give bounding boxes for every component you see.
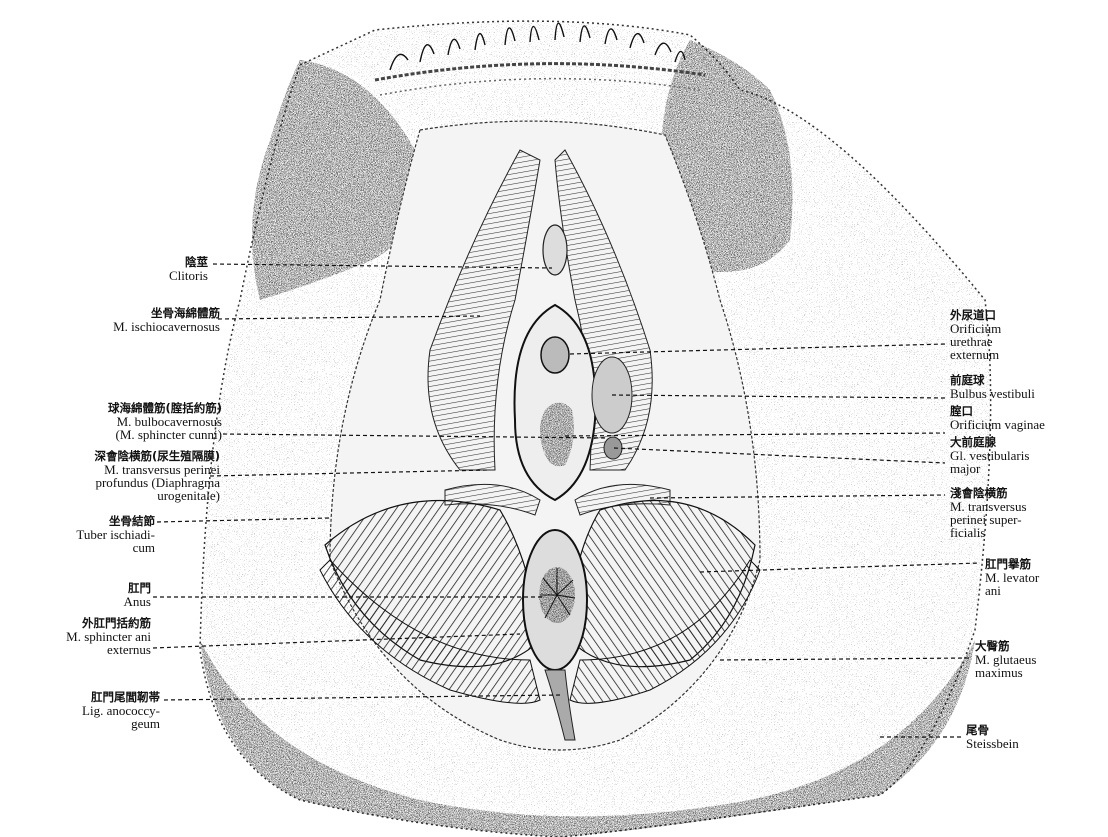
label-sphincter-ani-line-2: externus xyxy=(66,643,151,656)
label-bulbus: 前庭球 Bulbus vestibuli xyxy=(950,374,1035,400)
label-levator: 肛門擧筋 M. levator ani xyxy=(985,558,1039,597)
label-vagina-line-1: Orificium vaginae xyxy=(950,418,1045,431)
urethral-orifice xyxy=(541,337,569,373)
label-glutaeus-line-2: maximus xyxy=(975,666,1036,679)
label-bulbocavernosus: 球海綿體筋(腟括約筋) M. bulbocavernosus (M. sphin… xyxy=(108,402,222,441)
right-gland xyxy=(604,437,622,459)
label-anus: 肛門 Anus xyxy=(124,582,151,608)
label-transversus-sup: 淺會陰横筋 M. transversus perinei super- fici… xyxy=(950,487,1027,539)
label-sphincter-ani: 外肛門括約筋 M. sphincter ani externus xyxy=(66,617,151,656)
label-transversus-sup-line-3: ficialis xyxy=(950,526,1027,539)
label-clitoris-line-1: Clitoris xyxy=(169,269,208,282)
label-steissbein: 尾骨 Steissbein xyxy=(966,724,1019,750)
label-glutaeus: 大臀筋 M. glutaeus maximus xyxy=(975,640,1036,679)
label-steissbein-line-1: Steissbein xyxy=(966,737,1019,750)
label-bulbus-line-1: Bulbus vestibuli xyxy=(950,387,1035,400)
label-urethra-line-3: externum xyxy=(950,348,1001,361)
label-clitoris: 陰莖 Clitoris xyxy=(169,256,208,282)
label-tuber-line-2: cum xyxy=(76,541,155,554)
label-bulbocavernosus-line-2: (M. sphincter cunni) xyxy=(108,428,222,441)
label-levator-line-2: ani xyxy=(985,584,1039,597)
label-urethra: 外尿道口 Orificium urethrae externum xyxy=(950,309,1001,361)
label-tuber: 坐骨結節 Tuber ischiadi- cum xyxy=(76,515,155,554)
label-vagina: 腟口 Orificium vaginae xyxy=(950,405,1045,431)
label-transversus-deep-line-3: urogenitale) xyxy=(94,489,220,502)
label-ischiocavernosus-line-1: M. ischiocavernosus xyxy=(113,320,220,333)
label-ischiocavernosus: 坐骨海綿體筋 M. ischiocavernosus xyxy=(113,307,220,333)
label-anus-line-1: Anus xyxy=(124,595,151,608)
label-transversus-deep: 深會陰横筋(尿生殖隔膜) M. transversus perinei prof… xyxy=(94,450,220,502)
label-anococcygeum-line-2: geum xyxy=(82,717,160,730)
clitoris-shape xyxy=(543,225,567,275)
label-anococcygeum: 肛門尾閭靭帯 Lig. anococcy- geum xyxy=(82,691,160,730)
label-gl-vestibularis-line-2: major xyxy=(950,462,1029,475)
label-gl-vestibularis: 大前庭腺 Gl. vestibularis major xyxy=(950,436,1029,475)
